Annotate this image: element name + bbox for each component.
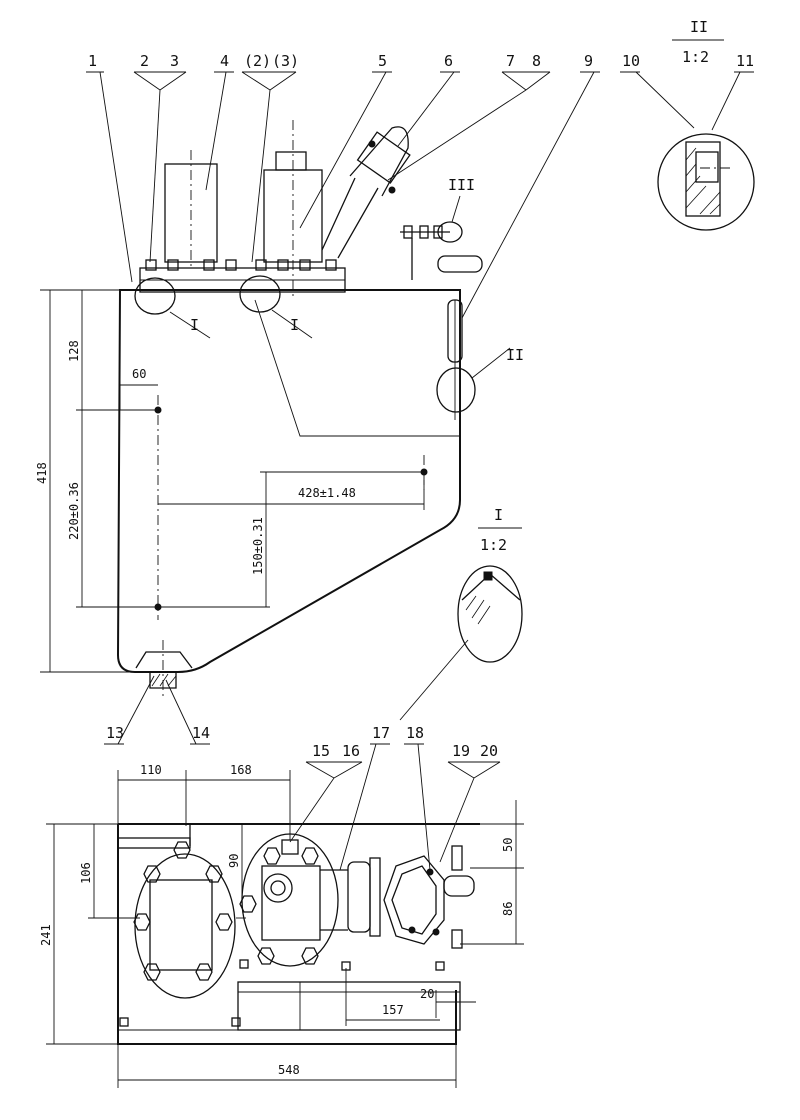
dim-86-text: 86 <box>501 902 515 916</box>
dim-50-text: 50 <box>501 838 515 852</box>
top-view: 110 168 241 106 90 <box>39 763 524 1088</box>
detail-II-circle <box>657 133 755 231</box>
base-outline <box>117 823 480 1045</box>
dim-241-text: 241 <box>39 924 53 946</box>
part-13: 13 <box>106 724 124 742</box>
part-20: 20 <box>480 742 498 760</box>
dim-168-text: 168 <box>230 763 252 777</box>
inclined-hose <box>321 126 409 259</box>
detail-I-circle-left <box>134 277 176 315</box>
detail-I-view: I 1:2 <box>399 506 523 721</box>
part-10: 10 <box>622 52 640 70</box>
dim-overall-length: 548 <box>117 1044 457 1088</box>
dim-foot-offset: 157 <box>345 968 440 1026</box>
part-4: 4 <box>220 52 229 70</box>
hex-motor-end <box>383 855 445 945</box>
dim-hole-edge: 60 <box>119 367 158 410</box>
part-15: 15 <box>312 742 330 760</box>
dim-upper-offset: 128 <box>67 290 158 411</box>
part-8: 8 <box>532 52 541 70</box>
part-6: 6 <box>444 52 453 70</box>
part-17: 17 <box>372 724 390 742</box>
callout-I-left: I <box>190 316 199 334</box>
part-19: 19 <box>452 742 470 760</box>
left-flange-bolts <box>133 841 233 981</box>
detail-II-circle-front <box>436 367 476 413</box>
lid-bolts <box>145 259 337 271</box>
callout-I-right: I <box>290 316 299 334</box>
coupling <box>347 861 371 933</box>
outlet-pipe <box>443 875 475 897</box>
dim-157-text: 157 <box>382 1003 404 1017</box>
dim-418-text: 418 <box>35 462 49 484</box>
drain-plug <box>135 651 193 689</box>
callout-II-front: II <box>506 346 524 364</box>
detail-I-scale: 1:2 <box>480 536 507 554</box>
part-3-paren: (3) <box>272 52 299 70</box>
dim-flange-offset: 106 <box>79 824 140 919</box>
detail-II-scale: 1:2 <box>682 48 709 66</box>
left-flange <box>134 853 236 999</box>
detail-II-title: II <box>690 18 708 36</box>
dim-lower-hole-height: 150±0.31 <box>251 471 424 607</box>
callout-III: III <box>448 176 475 194</box>
dim-right-lower: 86 <box>460 868 524 945</box>
detail-I-title: I <box>494 506 503 524</box>
pump-flange-bolts <box>239 847 319 965</box>
detail-I-circle-right <box>239 275 281 313</box>
dim-overall-height: 418 <box>35 289 135 673</box>
dim-overall-width: 241 <box>39 823 118 1045</box>
dim-center-distance: 168 <box>186 763 291 840</box>
part-3: 3 <box>170 52 179 70</box>
foot-bracket <box>237 981 461 1031</box>
dim-106-text: 106 <box>79 862 93 884</box>
part-2: 2 <box>140 52 149 70</box>
part-16: 16 <box>342 742 360 760</box>
dim-428-text: 428±1.48 <box>298 486 356 500</box>
part-14: 14 <box>192 724 210 742</box>
part-2-paren: (2) <box>244 52 271 70</box>
dim-pump-offset: 90 <box>227 824 243 906</box>
part-numbers: 1 2 3 4 (2) (3) 5 6 7 8 9 10 11 13 14 15… <box>88 52 754 760</box>
hose-coupling <box>356 131 411 184</box>
dim-small-gap: 20 <box>420 987 476 1018</box>
dim-150-text: 150±0.31 <box>251 517 265 575</box>
dim-hole-spacing-v: 220±0.36 <box>67 410 270 608</box>
part-5: 5 <box>378 52 387 70</box>
front-view: 418 128 220±0.36 60 428±1.48 <box>35 120 524 700</box>
part-18: 18 <box>406 724 424 742</box>
fitting-III <box>400 221 483 280</box>
baffle-line <box>254 299 460 437</box>
detail-I-circle <box>457 565 523 663</box>
dim-548-text: 548 <box>278 1063 300 1077</box>
dim-20-text: 20 <box>420 987 434 1001</box>
tank-outline <box>116 289 461 673</box>
dim-left-offset: 110 <box>117 763 187 826</box>
dim-128-text: 128 <box>67 340 81 362</box>
part-7: 7 <box>506 52 515 70</box>
dim-right-top: 50 <box>470 800 524 869</box>
dim-110-text: 110 <box>140 763 162 777</box>
dim-60-text: 60 <box>132 367 146 381</box>
detail-II-view: II 1:2 <box>657 18 755 231</box>
part-11: 11 <box>736 52 754 70</box>
dim-220-text: 220±0.36 <box>67 482 81 540</box>
part-1: 1 <box>88 52 97 70</box>
part-leaders <box>86 71 754 871</box>
dim-90-text: 90 <box>227 854 241 868</box>
dim-hole-spacing-h: 428±1.48 <box>158 480 425 510</box>
part-9: 9 <box>584 52 593 70</box>
